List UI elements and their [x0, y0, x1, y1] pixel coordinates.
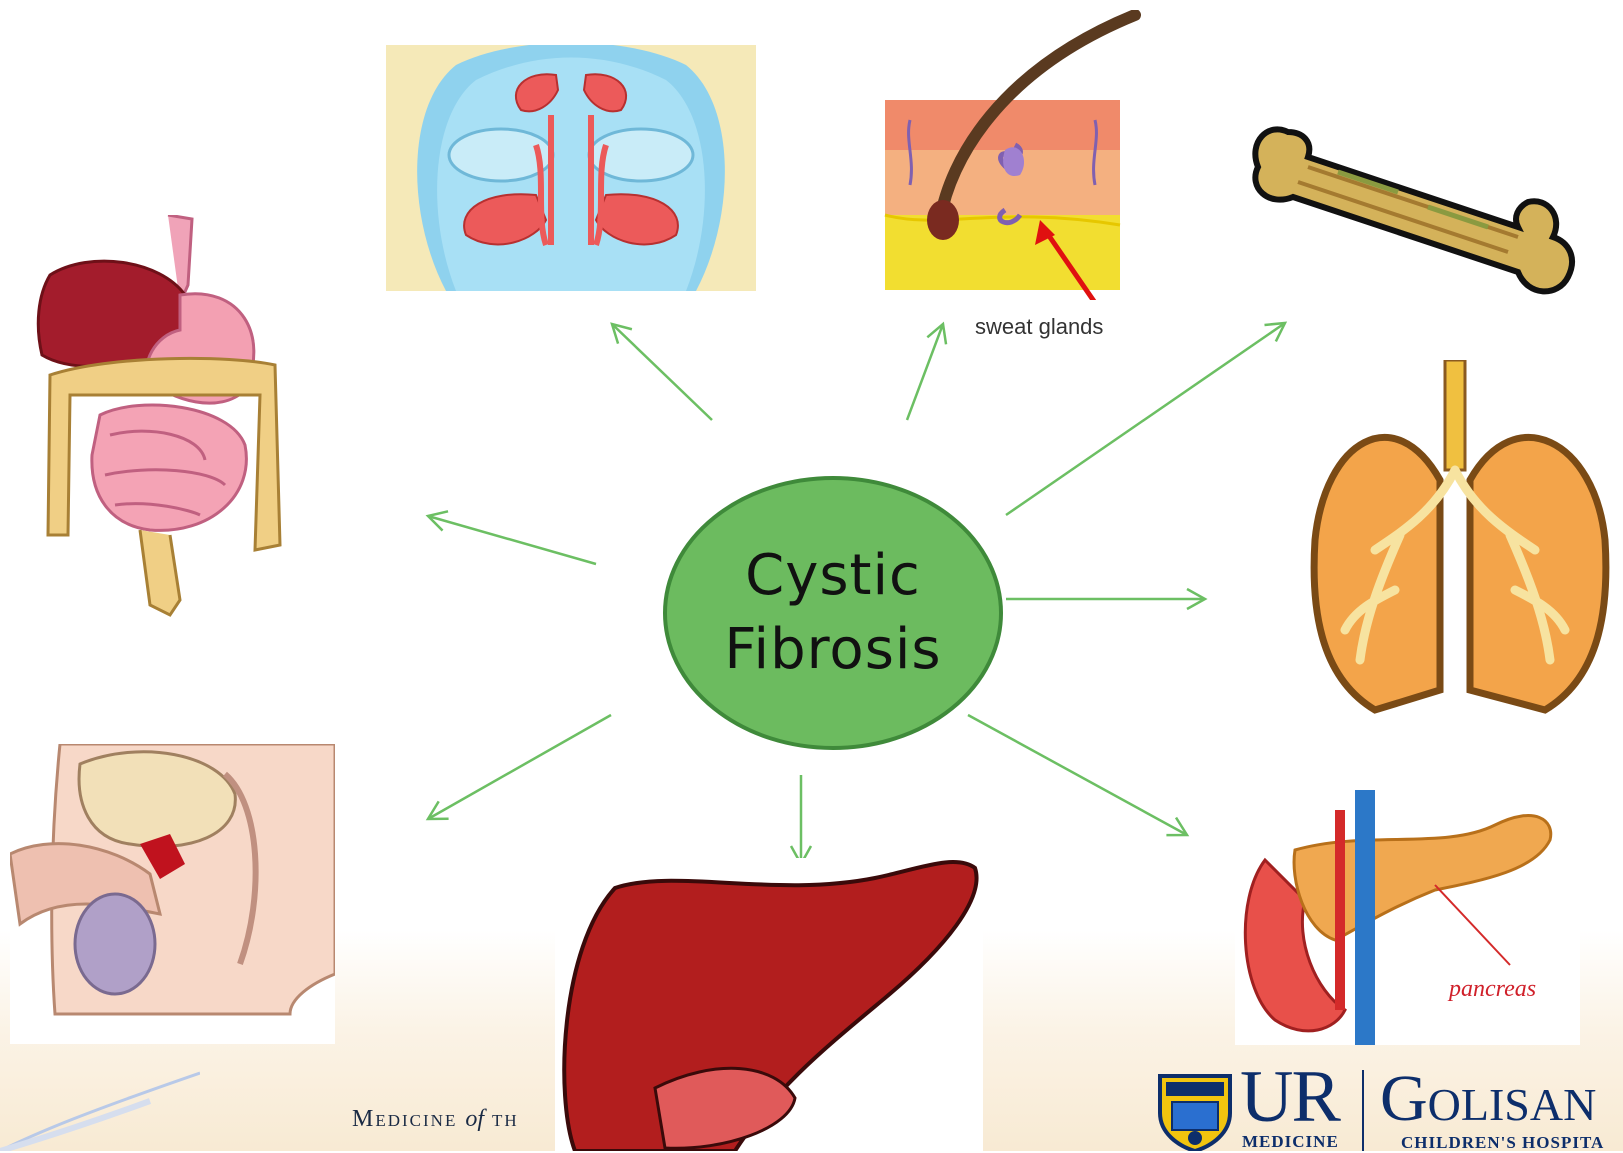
skin-sweat-gland-icon	[880, 10, 1145, 300]
logo-divider	[1362, 1070, 1364, 1151]
hub-label: Cystic Fibrosis	[660, 473, 1006, 753]
bone-icon	[1248, 112, 1578, 302]
digestive-tract-icon	[30, 215, 290, 620]
arrow-to-digestive	[428, 516, 596, 564]
liver-icon	[555, 858, 983, 1151]
hub-label-line2: Fibrosis	[724, 613, 941, 687]
sinus-face-icon	[386, 45, 756, 291]
arrow-to-sinus	[612, 324, 712, 420]
arrow-to-sweat-glands	[907, 324, 943, 420]
logo-golisano: Golisan	[1380, 1066, 1596, 1132]
logo-ur: UR	[1240, 1062, 1339, 1132]
pancreas-icon	[1235, 790, 1580, 1045]
logo-childrens-hospital: CHILDREN'S HOSPITA	[1401, 1133, 1604, 1153]
sweat-glands-label: sweat glands	[975, 314, 1103, 340]
arrow-to-bone	[1006, 323, 1285, 515]
logo-medicine: MEDICINE	[1242, 1132, 1339, 1152]
pancreas-label: pancreas	[1449, 976, 1536, 1003]
university-seal-icon	[1152, 1068, 1238, 1151]
cystic-fibrosis-hub: Cystic Fibrosis	[660, 473, 1006, 753]
male-reproductive-icon	[10, 744, 335, 1044]
lungs-icon	[1305, 360, 1615, 720]
hub-label-line1: Cystic	[745, 539, 921, 613]
arrow-to-reproductive	[428, 715, 611, 819]
